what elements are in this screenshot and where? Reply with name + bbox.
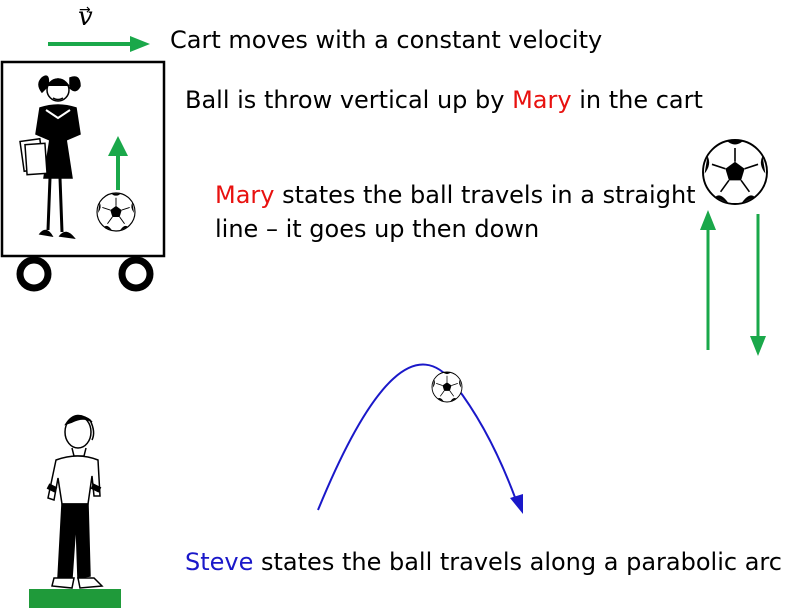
velocity-symbol: v [78, 2, 93, 32]
soccer-ball-icon-arc [432, 372, 462, 402]
boy-icon [46, 414, 104, 589]
caption-mary-text1: states the ball travels in a straight [274, 181, 696, 209]
caption-mary-line2: line – it goes up then down [215, 215, 540, 243]
down-arrow-icon [750, 214, 766, 356]
girl-icon [19, 75, 81, 240]
caption-steve-text: states the ball travels along a paraboli… [253, 548, 782, 576]
caption-mary-line1: Mary states the ball travels in a straig… [215, 178, 696, 212]
caption-throw-post: in the cart [571, 86, 703, 114]
vector-arrow-mark: → [79, 2, 91, 18]
cart-icon [0, 60, 166, 292]
name-steve: Steve [185, 548, 254, 576]
name-mary: Mary [512, 86, 572, 114]
name-mary-2: Mary [215, 181, 275, 209]
soccer-ball-icon [97, 193, 135, 231]
soccer-ball-icon-right [703, 140, 767, 204]
parabolic-arc [317, 363, 523, 514]
toss-arrow-icon [108, 136, 128, 190]
caption-throw: Ball is throw vertical up by Mary in the… [185, 83, 703, 117]
up-arrow-icon [700, 210, 716, 350]
caption-steve: Steve states the ball travels along a pa… [185, 545, 782, 579]
caption-throw-pre: Ball is throw vertical up by [185, 86, 513, 114]
velocity-arrow-icon [48, 36, 150, 52]
ground-bar [29, 589, 121, 608]
caption-velocity: Cart moves with a constant velocity [170, 26, 603, 54]
